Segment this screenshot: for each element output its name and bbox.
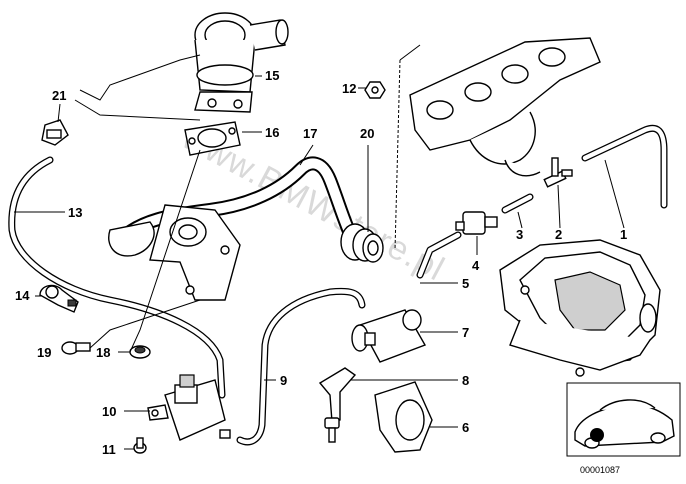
- callout-21: 21: [52, 88, 66, 103]
- callout-labels: 15 16 17 20 12 21 13 14 19 18 10 11 9 8 …: [15, 68, 627, 457]
- callout-2: 2: [555, 227, 562, 242]
- clip-21: [41, 119, 69, 146]
- check-valve-4: [455, 211, 498, 235]
- callout-20: 20: [360, 126, 374, 141]
- callout-12: 12: [342, 81, 356, 96]
- bracket-8: [318, 367, 357, 443]
- callout-5: 5: [462, 276, 469, 291]
- hose-9: [236, 287, 366, 446]
- air-valve-15: [194, 12, 289, 113]
- short-hose-3: [501, 193, 534, 214]
- callout-7: 7: [462, 325, 469, 340]
- clamp-14: [39, 284, 79, 313]
- callout-8: 8: [462, 373, 469, 388]
- location-marker: [590, 428, 604, 442]
- callout-14: 14: [15, 288, 30, 303]
- grommet-18: [129, 345, 151, 359]
- flange-20: [340, 223, 384, 263]
- bolt-11: [133, 437, 147, 454]
- callout-3: 3: [516, 227, 523, 242]
- callout-6: 6: [462, 420, 469, 435]
- callout-10: 10: [102, 404, 116, 419]
- solenoid-10: [147, 374, 231, 441]
- callout-13: 13: [68, 205, 82, 220]
- bolt-19: [61, 341, 91, 355]
- intake-manifold: [499, 239, 661, 377]
- callout-9: 9: [280, 373, 287, 388]
- callout-15: 15: [265, 68, 279, 83]
- callout-17: 17: [303, 126, 317, 141]
- reference-number: 00001087: [580, 465, 620, 475]
- callout-18: 18: [96, 345, 110, 360]
- callout-11: 11: [102, 442, 116, 457]
- callout-4: 4: [472, 258, 480, 273]
- bracket-assembly: [149, 204, 241, 301]
- gasket-16: [184, 121, 241, 156]
- exhaust-manifold: [409, 37, 601, 177]
- hose-5: [416, 231, 462, 279]
- nut-12: [364, 81, 386, 99]
- vehicle-locator-inset: [566, 382, 681, 457]
- mount-6: [374, 381, 433, 453]
- tee-connector-2: [543, 157, 573, 188]
- callout-1: 1: [620, 227, 627, 242]
- leader-lines: [14, 54, 625, 450]
- hose-13: [8, 156, 226, 399]
- hose-1: [581, 124, 668, 209]
- callout-16: 16: [265, 125, 279, 140]
- damper-7: [351, 309, 427, 363]
- callout-19: 19: [37, 345, 51, 360]
